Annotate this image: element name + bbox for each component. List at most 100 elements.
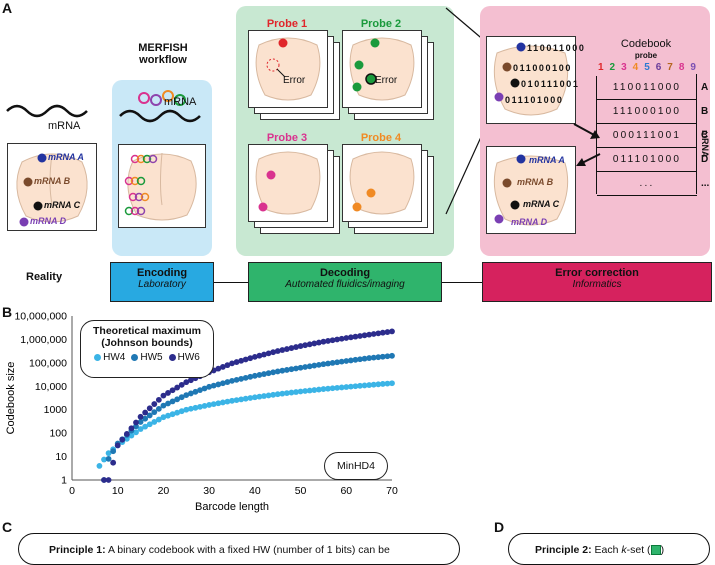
- x-tick-label: 30: [203, 485, 215, 497]
- series-point-hw4: [169, 411, 176, 418]
- series-point-hw4: [128, 432, 135, 439]
- corrected-label-c: mRNA C: [523, 199, 560, 209]
- series-point-hw4: [251, 394, 258, 401]
- legend-label: HW5: [140, 352, 163, 363]
- series-point-hw6: [375, 330, 382, 337]
- series-point-hw5: [375, 354, 382, 361]
- series-point-hw6: [101, 477, 107, 483]
- codebook-row-bits: 000111001: [612, 130, 682, 141]
- reality-label-a: mRNA A: [48, 152, 84, 162]
- decoding-stage-title: Decoding: [319, 267, 371, 279]
- series-point-hw4: [247, 395, 254, 401]
- x-tick-label: 70: [386, 485, 398, 497]
- series-point-hw4: [219, 399, 226, 406]
- series-point-hw5: [210, 382, 217, 389]
- series-point-hw6: [384, 329, 391, 335]
- series-point-hw6: [357, 333, 363, 339]
- series-point-hw6: [315, 339, 322, 346]
- series-point-hw6: [183, 379, 190, 386]
- series-point-hw6: [389, 328, 395, 335]
- series-point-hw5: [178, 394, 185, 401]
- brain-section-icon: [16, 153, 88, 227]
- codebook-row-bits: 110011000: [612, 82, 682, 93]
- series-point-hw5: [219, 380, 226, 387]
- probe-2-title: Probe 2: [360, 18, 402, 30]
- probe-2-brain-icon: [349, 37, 415, 101]
- series-point-hw6: [187, 377, 194, 384]
- series-point-hw6: [119, 436, 126, 443]
- series-point-hw6: [174, 384, 181, 391]
- series-point-hw4: [133, 429, 139, 436]
- series-point-hw4: [361, 382, 368, 389]
- series-point-hw4: [151, 419, 158, 425]
- series-point-hw5: [183, 392, 190, 399]
- series-point-hw5: [251, 372, 258, 379]
- series-point-hw5: [343, 358, 350, 364]
- series-point-hw6: [288, 345, 295, 351]
- principle-1-bold: Principle 1:: [49, 544, 106, 556]
- legend-label: HW4: [103, 352, 126, 363]
- series-point-hw6: [370, 331, 377, 337]
- probe-1-title: Probe 1: [266, 18, 308, 30]
- series-point-hw6: [229, 360, 235, 367]
- series-point-hw5: [242, 374, 249, 381]
- codebook-probe-number: 6: [655, 62, 662, 73]
- series-point-hw5: [160, 402, 167, 409]
- series-point-hw4: [297, 388, 304, 395]
- series-point-hw6: [279, 347, 286, 353]
- series-point-hw5: [283, 367, 290, 373]
- series-point-hw6: [247, 355, 254, 362]
- series-point-hw4: [261, 393, 267, 399]
- legend-title: Theoretical maximum (Johnson bounds): [93, 325, 201, 349]
- series-point-hw5: [146, 412, 153, 419]
- series-point-hw6: [160, 392, 167, 399]
- legend-dot-icon: [131, 353, 139, 361]
- series-point-hw4: [229, 397, 235, 404]
- series-point-hw6: [242, 356, 249, 363]
- encoded-brain-icon: [124, 152, 197, 221]
- series-point-hw6: [215, 365, 222, 372]
- codebook-row-label: ...: [701, 178, 710, 189]
- principle-2-post: -set (: [626, 544, 651, 556]
- series-point-hw4: [347, 383, 354, 390]
- series-point-hw6: [306, 341, 313, 348]
- series-point-hw6: [178, 381, 185, 388]
- series-point-hw6: [219, 363, 226, 370]
- series-point-hw6: [361, 332, 368, 339]
- stage-connector-2: [440, 282, 482, 283]
- reality-label: Reality: [26, 271, 63, 283]
- series-point-hw4: [96, 462, 103, 469]
- series-point-hw4: [302, 388, 309, 394]
- series-point-hw6: [151, 401, 158, 407]
- series-point-hw5: [215, 381, 222, 388]
- series-point-hw4: [160, 414, 167, 421]
- series-point-hw6: [233, 359, 240, 365]
- decoded-cell-frame: 110011000 011000100 010111001 011101000: [486, 36, 584, 124]
- series-point-hw5: [224, 379, 231, 385]
- encoded-mrna-icon: [119, 90, 201, 123]
- probe-2-panel: Probe 2 Error: [342, 18, 422, 108]
- series-point-hw4: [142, 423, 149, 430]
- y-tick-label: 10,000,000: [14, 311, 67, 323]
- series-point-hw6: [110, 459, 117, 466]
- series-point-hw5: [174, 396, 181, 403]
- codebook-row-label: B: [701, 106, 709, 117]
- panel-b-letter: B: [2, 304, 13, 320]
- corrected-label-b: mRNA B: [517, 177, 554, 187]
- series-point-hw5: [389, 352, 395, 359]
- panel-d-letter: D: [494, 519, 505, 535]
- series-point-hw6: [325, 338, 331, 344]
- series-point-hw5: [338, 358, 345, 365]
- encoded-cell-frame: [118, 144, 206, 228]
- series-point-hw5: [151, 409, 158, 416]
- series-point-hw6: [128, 425, 135, 432]
- series-point-hw5: [279, 367, 286, 374]
- codebook-row-bits: ...: [639, 178, 655, 189]
- y-tick-label: 100: [49, 428, 67, 440]
- mrna-strand-icon: [6, 104, 88, 118]
- codebook-side-label: mRNA: [700, 130, 710, 158]
- series-point-hw5: [187, 390, 194, 397]
